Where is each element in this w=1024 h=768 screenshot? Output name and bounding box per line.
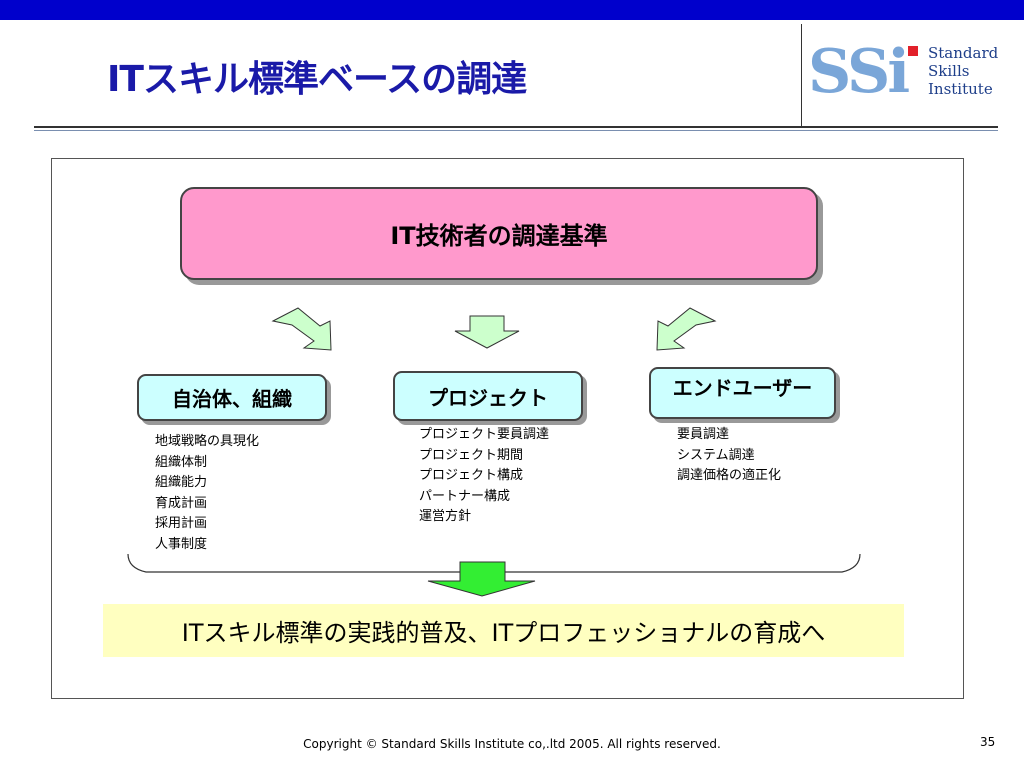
column-box-end-user: エンドユーザー bbox=[649, 367, 836, 419]
conclusion-text: ITスキル標準の実践的普及、ITプロフェッショナルの育成へ bbox=[181, 619, 826, 647]
list-item: 地域戦略の具現化 bbox=[155, 434, 260, 449]
column-label-end-user: エンドユーザー bbox=[672, 376, 813, 400]
list-item: 育成計画 bbox=[155, 495, 208, 511]
list-item: システム調達 bbox=[677, 447, 755, 463]
column-box-project: プロジェクト bbox=[393, 371, 583, 421]
conclusion-box: ITスキル標準の実践的普及、ITプロフェッショナルの育成へ bbox=[103, 604, 904, 657]
project-item-list: プロジェクト要員調達 プロジェクト期間 プロジェクト構成 パートナー構成 運営方… bbox=[419, 425, 549, 528]
ssi-logo: SSi Standard Skills Institute bbox=[808, 40, 1008, 104]
diagram-frame bbox=[51, 158, 964, 699]
list-item: 運営方針 bbox=[419, 509, 472, 524]
arrow-down-large-icon bbox=[427, 561, 536, 597]
list-item: 要員調達 bbox=[677, 427, 730, 442]
slide-title: ITスキル標準ベースの調達 bbox=[107, 59, 527, 100]
arrow-left-icon bbox=[271, 307, 332, 351]
list-item: パートナー構成 bbox=[419, 488, 511, 504]
page-number: 35 bbox=[980, 735, 996, 749]
top-color-bar bbox=[0, 0, 1024, 20]
organization-item-list: 地域戦略の具現化 組織体制 組織能力 育成計画 採用計画 人事制度 bbox=[155, 432, 259, 555]
copyright-footer: Copyright © Standard Skills Institute co… bbox=[303, 737, 721, 751]
logo-wordmark: Standard Skills Institute bbox=[928, 44, 998, 98]
header-divider-vertical bbox=[801, 24, 802, 126]
criteria-box-label: IT技術者の調達基準 bbox=[390, 222, 608, 250]
arrow-center-icon bbox=[454, 315, 520, 349]
end-user-item-list: 要員調達 システム調達 調達価格の適正化 bbox=[677, 425, 781, 487]
list-item: プロジェクト要員調達 bbox=[419, 427, 550, 442]
list-item: 調達価格の適正化 bbox=[677, 468, 782, 483]
list-item: プロジェクト期間 bbox=[419, 447, 524, 463]
column-box-organization: 自治体、組織 bbox=[137, 374, 327, 421]
logo-line-2: Skills bbox=[928, 62, 970, 80]
list-item: 人事制度 bbox=[155, 536, 208, 552]
list-item: 組織能力 bbox=[155, 475, 208, 490]
column-label-organization: 自治体、組織 bbox=[172, 387, 292, 411]
header-rule bbox=[34, 126, 998, 128]
list-item: 採用計画 bbox=[155, 516, 208, 531]
logo-red-square bbox=[908, 46, 918, 56]
arrow-right-icon bbox=[656, 307, 717, 351]
criteria-box bbox=[180, 187, 818, 280]
logo-line-1: Standard bbox=[928, 44, 999, 62]
header-rule-thin bbox=[34, 130, 998, 131]
list-item: 組織体制 bbox=[155, 454, 208, 470]
column-label-project: プロジェクト bbox=[428, 385, 548, 410]
logo-line-3: Institute bbox=[928, 80, 993, 98]
list-item: プロジェクト構成 bbox=[419, 468, 524, 483]
logo-mark: SSi bbox=[808, 37, 910, 107]
